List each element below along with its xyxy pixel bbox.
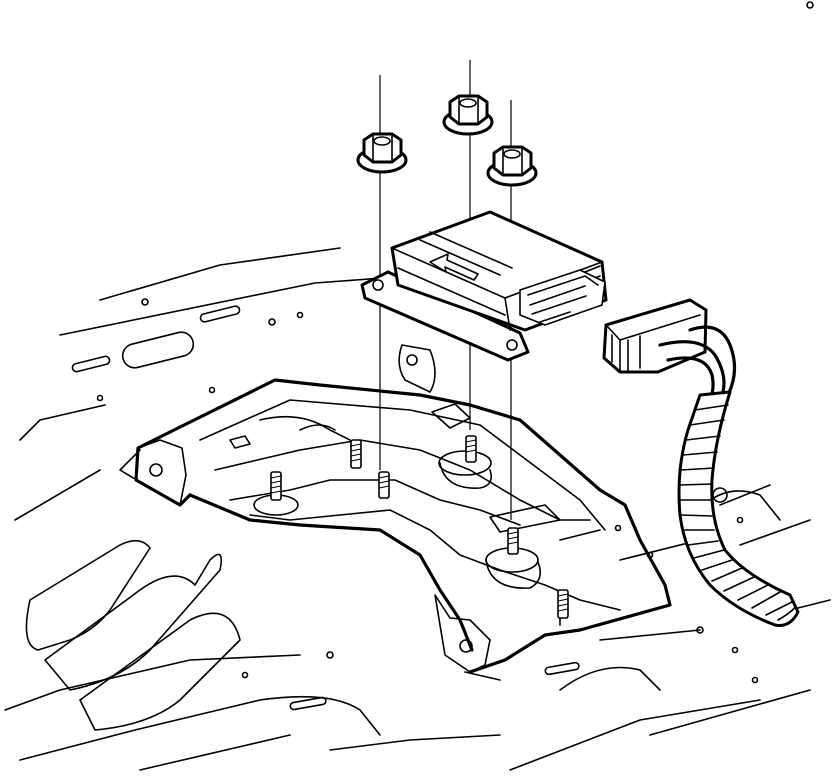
mounting-bracket [134,344,672,681]
flange-nut-right-icon [486,145,538,187]
arrow-left-icon [429,253,479,281]
flange-nut-left-icon [356,132,408,174]
stud-left-icon [270,471,282,501]
stud-module-center-icon [465,435,477,463]
flange-nuts [356,94,538,187]
stud-right-icon [557,589,569,619]
stud-rear-left-icon [350,439,362,469]
threaded-studs [270,435,569,619]
floor-panel [4,1,831,771]
wiring-harness-connector [602,298,800,627]
stud-module-right-icon [507,527,519,555]
stud-module-left-icon [378,471,390,499]
control-module [360,210,608,362]
flange-nut-center-icon [442,94,494,136]
